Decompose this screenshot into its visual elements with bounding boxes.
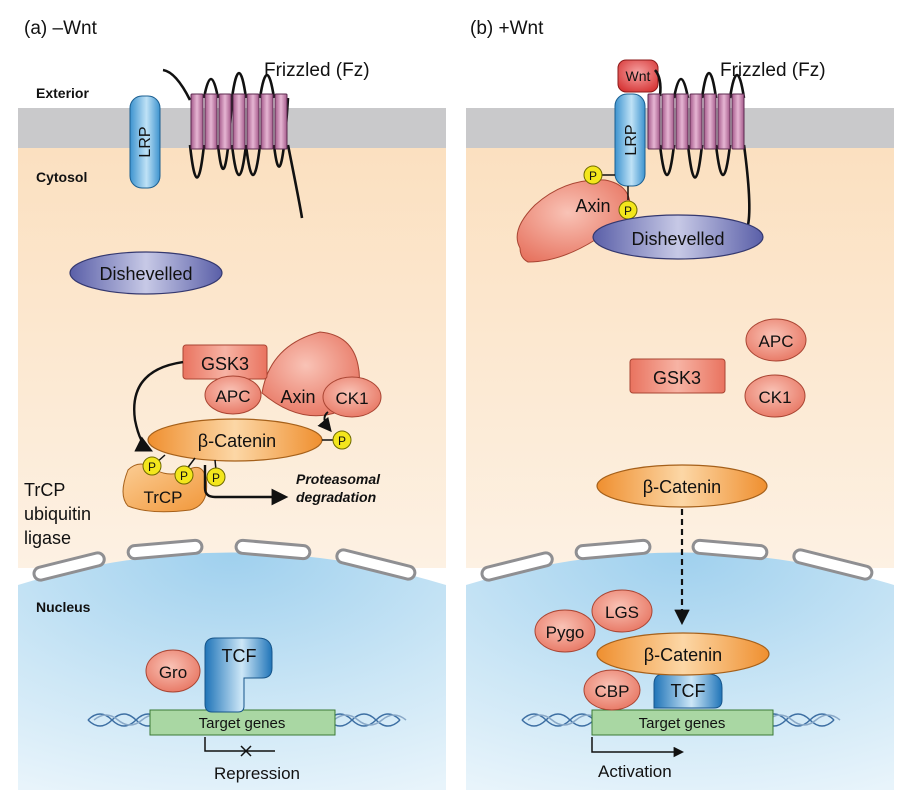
pygo <box>534 609 596 653</box>
panel-b-nuclear-envelope <box>480 538 874 582</box>
ck1-label-b: CK1 <box>758 388 791 407</box>
lrp-label-a: LRP <box>137 126 154 157</box>
phospho-group-a2 <box>142 456 162 476</box>
tcf-a <box>204 637 273 713</box>
beta-catenin-label-a: β-Catenin <box>198 431 276 451</box>
trcp-label-a: TrCP <box>143 488 182 507</box>
phospho-label-b1: P <box>589 169 597 183</box>
ck1-label-a: CK1 <box>335 389 368 408</box>
cytosol-label: Cytosol <box>36 169 87 185</box>
phospho-label-b2: P <box>624 204 632 218</box>
tcf-b <box>653 673 723 709</box>
beta-catenin-nuclear-label: β-Catenin <box>644 645 722 665</box>
panel-a: (a) –Wnt Exterior Cytosol Nucleus LRP <box>18 18 446 790</box>
wnt-label: Wnt <box>626 68 651 84</box>
phospho-group-a1 <box>332 430 352 450</box>
dishevelled-label-a: Dishevelled <box>99 264 192 284</box>
frizzled-receptor-a <box>162 68 304 219</box>
trcp-ligase-label-3: ligase <box>24 528 71 548</box>
lrp-receptor-a <box>129 95 161 189</box>
cbp <box>583 669 641 711</box>
activation-arrow <box>591 737 685 758</box>
phospho-label-a2: P <box>148 460 156 474</box>
activation-label: Activation <box>598 762 672 781</box>
panel-b: (b) +Wnt Wnt LRP <box>466 18 894 790</box>
lgs <box>591 589 653 633</box>
ck1-phosphorylation-arrow <box>317 411 332 433</box>
tcf-label-b: TCF <box>671 681 706 701</box>
beta-catenin-nuclear-b <box>596 632 770 676</box>
dishevelled-label-b: Dishevelled <box>631 229 724 249</box>
frizzled-receptor-b <box>647 69 751 226</box>
degradation-arrow <box>203 465 289 506</box>
target-genes-box-a <box>149 709 336 736</box>
dishevelled-b <box>592 214 764 260</box>
gsk3-phosphorylation-arrow <box>133 360 184 452</box>
lrp-label-b: LRP <box>623 124 640 155</box>
phospho-label-a3: P <box>180 469 188 483</box>
gro-a <box>145 649 201 693</box>
repression-label: Repression <box>214 764 300 783</box>
nucleus-label: Nucleus <box>36 599 91 615</box>
gsk3-label-a: GSK3 <box>201 354 249 374</box>
apc-label-b: APC <box>759 332 794 351</box>
frizzled-label-b: Frizzled (Fz) <box>720 60 826 81</box>
phospho-group-b1 <box>583 165 603 185</box>
target-genes-label-a: Target genes <box>199 715 286 732</box>
ck1-a <box>322 376 382 418</box>
trcp-ligase-label-2: ubiquitin <box>24 504 91 524</box>
gsk3-label-b: GSK3 <box>653 368 701 388</box>
phospho-group-a3 <box>174 465 194 485</box>
pygo-label: Pygo <box>546 623 585 642</box>
gsk3-b <box>629 358 726 394</box>
phospho-group-a4 <box>206 467 226 487</box>
gro-label: Gro <box>159 663 187 682</box>
apc-label-a: APC <box>216 387 251 406</box>
repression-cross-icon <box>240 745 252 757</box>
frizzled-label-a: Frizzled (Fz) <box>264 60 370 81</box>
apc-b <box>745 318 807 362</box>
lgs-label: LGS <box>605 603 639 622</box>
panel-a-nuclear-envelope <box>32 538 417 582</box>
proteasomal-label-2: degradation <box>296 489 376 505</box>
apc-a <box>204 375 262 415</box>
phospho-label-a4: P <box>212 471 220 485</box>
cbp-label: CBP <box>595 682 630 701</box>
proteasomal-label-1: Proteasomal <box>296 471 381 487</box>
axin-label-a: Axin <box>280 387 315 407</box>
target-genes-box-b <box>591 709 774 736</box>
beta-catenin-cytosolic-b <box>596 464 768 508</box>
target-genes-label-b: Target genes <box>639 715 726 732</box>
panel-b-title: (b) +Wnt <box>470 18 544 39</box>
trcp-ligase-label-1: TrCP <box>24 480 65 500</box>
dishevelled-a <box>69 251 223 295</box>
panel-a-title: (a) –Wnt <box>24 18 98 39</box>
phospho-label-a1: P <box>338 434 346 448</box>
repression-arrow <box>204 737 275 752</box>
axin-label-b: Axin <box>575 196 610 216</box>
ck1-b <box>744 374 806 418</box>
lrp-receptor-b <box>614 93 646 187</box>
tcf-label-a: TCF <box>222 646 257 666</box>
exterior-label: Exterior <box>36 85 89 101</box>
beta-catenin-cytosolic-label: β-Catenin <box>643 477 721 497</box>
